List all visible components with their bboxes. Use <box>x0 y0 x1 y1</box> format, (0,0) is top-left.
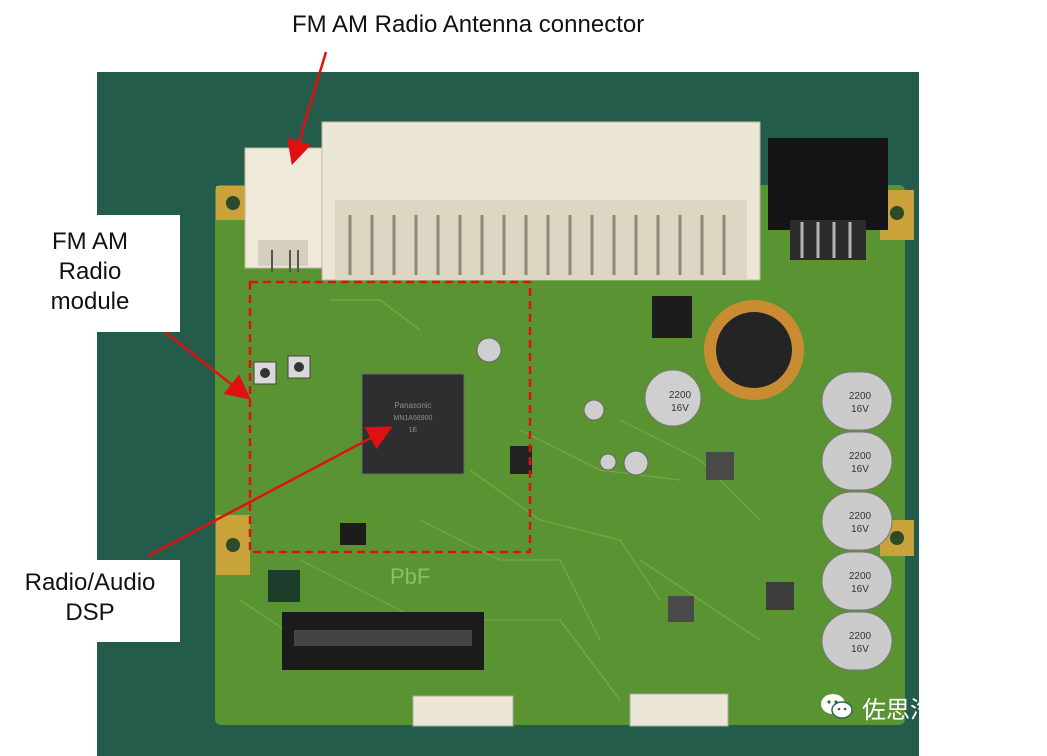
chip-part-text: MN1A56900 <box>394 415 433 422</box>
wechat-icon <box>821 694 853 719</box>
bulk-capacitor: 2200 16V <box>821 431 893 491</box>
small-chip <box>766 582 794 610</box>
dsp-chip <box>361 373 465 475</box>
svg-text:16V: 16V <box>851 584 869 595</box>
svg-text:2200: 2200 <box>669 390 692 401</box>
bottom-connector <box>412 695 514 727</box>
small-capacitor <box>599 453 617 471</box>
svg-text:2200: 2200 <box>849 631 872 642</box>
dsp-label-line: DSP <box>65 599 115 626</box>
svg-text:2200: 2200 <box>849 391 872 402</box>
small-chip <box>652 296 692 338</box>
radio-module-label-line: FM AM <box>52 228 128 255</box>
svg-text:16V: 16V <box>671 403 689 414</box>
bulk-capacitor: 2200 16V <box>644 369 702 427</box>
svg-text:2200: 2200 <box>849 571 872 582</box>
watermark: 佐思汽车研究 <box>820 685 1006 729</box>
bulk-capacitor: 2200 16V <box>821 611 893 671</box>
svg-text:16V: 16V <box>851 524 869 535</box>
chip-brand-text: Panasonic <box>394 401 431 410</box>
small-chip <box>510 446 532 474</box>
small-chip <box>268 570 300 602</box>
small-chip <box>340 523 366 545</box>
small-chip <box>668 596 694 622</box>
small-capacitor <box>583 399 605 421</box>
bulk-capacitor: 2200 16V <box>821 551 893 611</box>
svg-text:16V: 16V <box>851 644 869 655</box>
small-capacitor <box>476 337 502 363</box>
board-silkscreen-text: PbF <box>390 564 430 589</box>
module-arrow <box>164 331 251 400</box>
small-capacitor <box>623 450 649 476</box>
small-chip <box>706 452 734 480</box>
chip-code-text: 1E <box>409 427 418 434</box>
dsp-label: Radio/Audio DSP <box>0 560 180 642</box>
watermark-text: 佐思汽车研究 <box>862 695 1006 724</box>
dsp-label-line: Radio/Audio <box>24 569 156 596</box>
radio-module-label: FM AM Radio module <box>0 215 180 332</box>
antenna-connector-label: FM AM Radio Antenna connector <box>292 11 645 38</box>
antenna-arrow <box>287 51 328 166</box>
bottom-connector <box>629 693 729 727</box>
bulk-capacitor: 2200 16V <box>821 491 893 551</box>
svg-text:16V: 16V <box>851 404 869 415</box>
bulk-capacitor: 2200 16V <box>821 371 893 431</box>
radio-module-outline <box>248 280 532 554</box>
radio-module-label-line: module <box>50 288 130 315</box>
radio-module-label-line: Radio <box>58 258 122 285</box>
power-connector <box>768 138 888 230</box>
svg-text:2200: 2200 <box>849 451 872 462</box>
svg-text:16V: 16V <box>851 464 869 475</box>
svg-text:2200: 2200 <box>849 511 872 522</box>
dsp-arrow <box>147 426 393 558</box>
